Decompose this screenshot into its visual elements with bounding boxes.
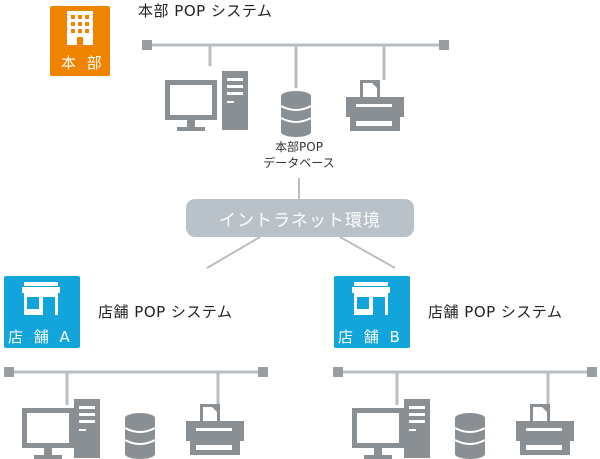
hq-badge [50,6,110,76]
store-a-monitor-icon [22,408,74,459]
hq-database-icon [280,90,312,138]
hq-database-label-line2: データベース [263,156,335,170]
hq-bus-line [142,40,449,88]
store-b-system-title: 店舗 POP システム [428,303,563,321]
building-icon [67,11,93,45]
store-a-database-icon [124,412,156,459]
intranet-label: イントラネット環境 [219,210,381,231]
store-a-pc-tower-icon [74,399,100,458]
intranet-to-store-a-line [206,236,261,269]
store-a-badge-label: 店 舗 A [8,328,73,346]
intranet-pill: イントラネット環境 [186,199,414,237]
store-b-monitor-icon [352,408,404,459]
store-b-bus-line [333,367,597,405]
hq-printer-icon [346,80,404,131]
hq-database-label-line1: 本部POP [275,140,323,154]
intranet-to-store-b-line [339,236,396,269]
store-a-badge [4,276,80,348]
store-a-system-title: 店舗 POP システム [98,303,233,321]
store-b-badge-label: 店 舗 B [338,328,403,346]
store-a-printer-icon [186,404,244,455]
store-b-database-icon [454,412,486,459]
store-b-pc-tower-icon [404,399,430,458]
hq-database-label: 本部POP データベース [239,139,359,171]
store-a-bus-line [4,367,268,405]
store-b-printer-icon [516,404,574,455]
hq-badge-label: 本 部 [61,54,105,72]
store-b-badge [334,276,410,348]
hq-pc-tower-icon [222,71,248,130]
hq-monitor-icon [165,80,217,131]
hq-system-title: 本部 POP システム [138,2,273,20]
